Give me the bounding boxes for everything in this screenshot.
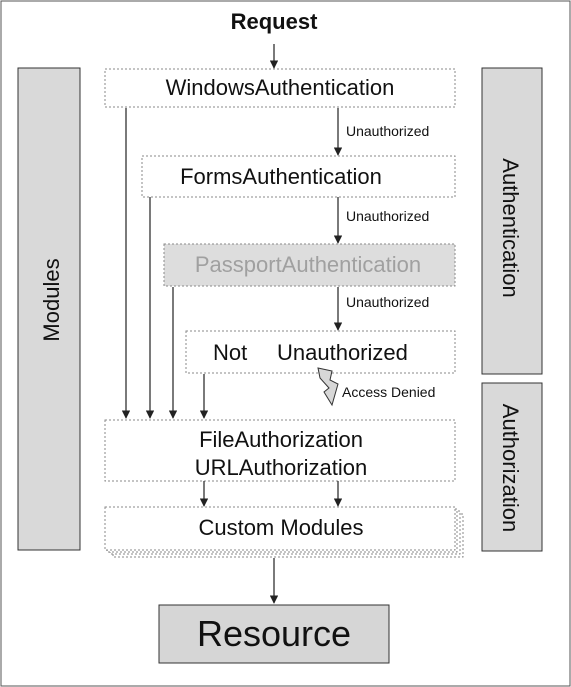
custom-modules-box xyxy=(104,506,456,551)
authorization-box xyxy=(104,419,456,482)
access-denied-label: Access Denied xyxy=(342,384,435,400)
windows-authentication-box xyxy=(104,68,456,108)
resource-label: Resource xyxy=(197,613,351,654)
resource-box xyxy=(158,604,390,664)
unauthorized-label-3: Unauthorized xyxy=(346,294,429,310)
passport-authentication-label: PassportAuthentication xyxy=(195,252,421,277)
url-authorization-label: URLAuthorization xyxy=(195,455,367,480)
modules-panel xyxy=(17,67,81,551)
windows-authentication-label: WindowsAuthentication xyxy=(166,75,395,100)
custom-modules-label: Custom Modules xyxy=(198,515,363,540)
unauthorized-state-label: Unauthorized xyxy=(277,340,408,365)
forms-authentication-box xyxy=(141,155,456,198)
not-label: Not xyxy=(213,340,247,365)
file-authorization-label: FileAuthorization xyxy=(199,427,363,452)
passport-authentication-box xyxy=(163,243,456,287)
request-label: Request xyxy=(231,9,318,34)
authentication-panel-label: Authentication xyxy=(498,158,523,297)
modules-panel-label: Modules xyxy=(39,258,64,341)
authorization-panel-label: Authorization xyxy=(498,404,523,532)
authentication-panel xyxy=(481,67,543,375)
forms-authentication-label: FormsAuthentication xyxy=(180,164,382,189)
authorization-panel xyxy=(481,382,543,552)
unauthorized-label-2: Unauthorized xyxy=(346,208,429,224)
unauthorized-label-1: Unauthorized xyxy=(346,123,429,139)
lightning-bolt-icon xyxy=(317,367,339,407)
